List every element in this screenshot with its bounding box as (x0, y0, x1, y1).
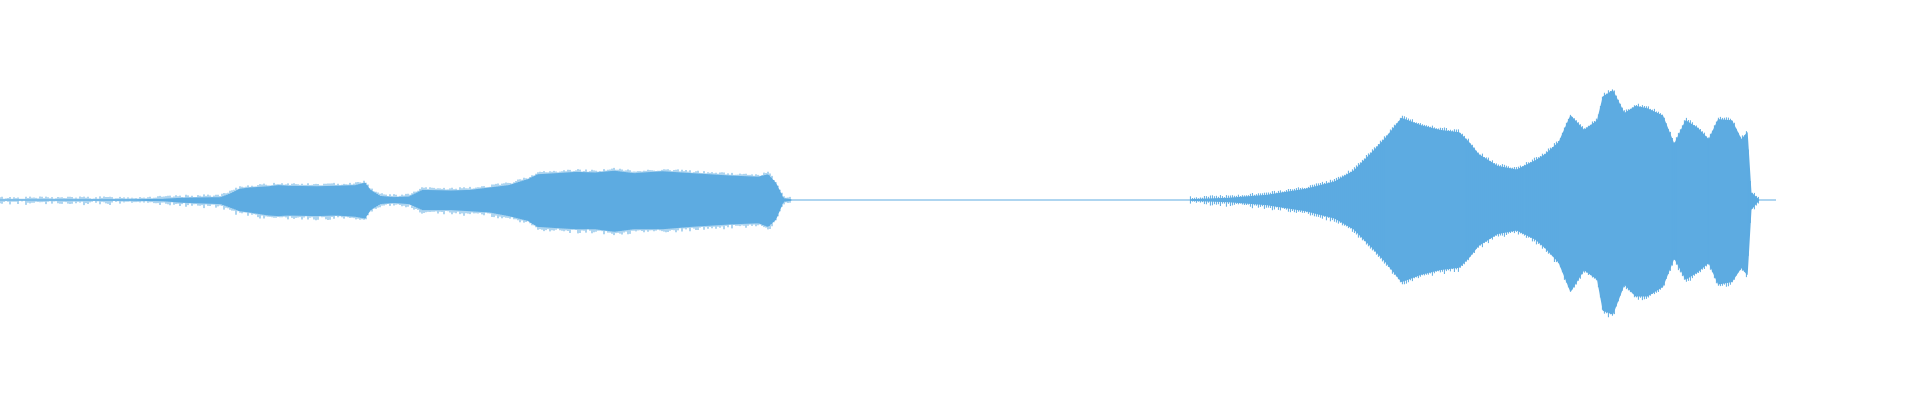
waveform-texture-segment-2 (1189, 89, 1759, 318)
waveform-texture-segment-1 (0, 167, 791, 236)
waveform-layer (0, 89, 1776, 318)
